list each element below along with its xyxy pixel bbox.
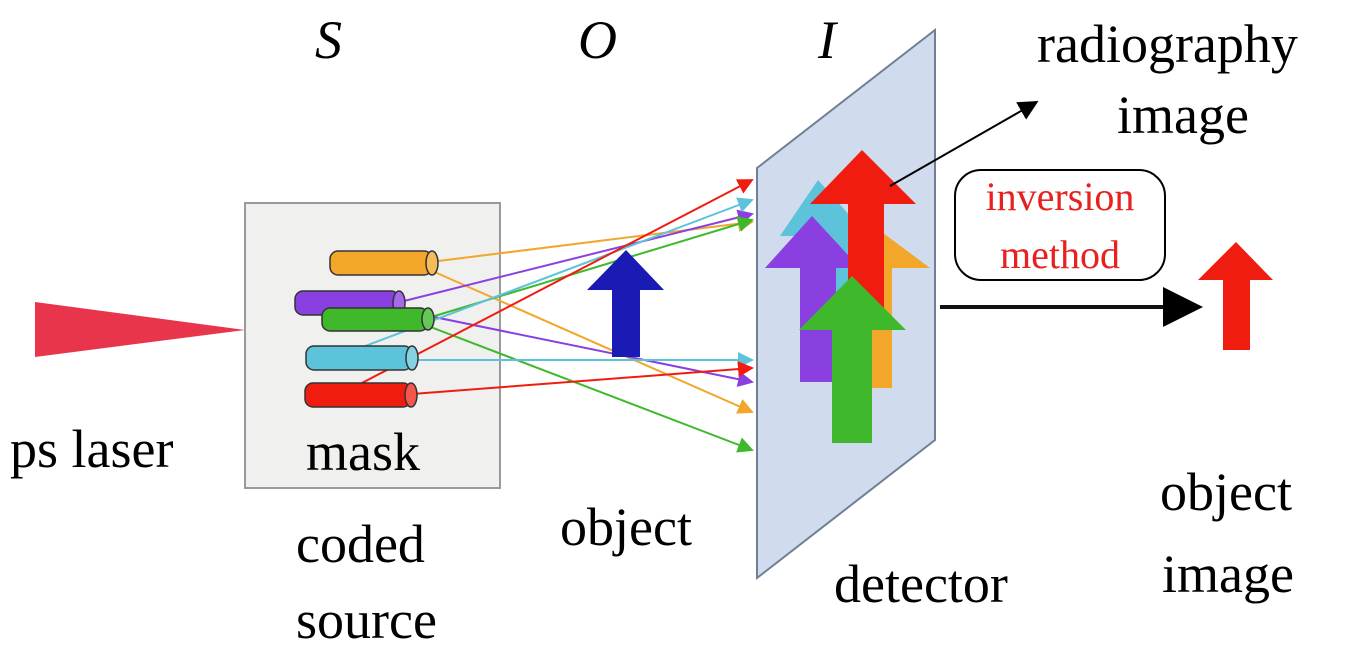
object-label: object (560, 497, 692, 557)
coded-label: coded (296, 514, 425, 574)
cylinder-rod-icon (305, 345, 419, 371)
result-arrow-icon (1198, 242, 1273, 350)
radiography-pointer (889, 101, 1039, 187)
object-image-label: object (1160, 462, 1292, 522)
inversion-label: inversion (986, 174, 1135, 219)
inversion-method-box (954, 169, 1166, 281)
source-plane-label: S (315, 10, 342, 70)
object-image-label-2: image (1162, 544, 1294, 604)
mask-label: mask (306, 422, 420, 482)
cylinder-rod-icon (329, 250, 439, 276)
radiography-image-label: image (1117, 85, 1249, 145)
detector-image-arrows (765, 150, 930, 443)
source-label: source (296, 590, 437, 650)
object-plane-label: O (578, 10, 617, 70)
rays (359, 179, 754, 453)
method-label: method (1000, 232, 1120, 277)
ps-laser-label: ps laser (10, 419, 173, 479)
detector-label: detector (834, 554, 1008, 614)
laser-beam-icon (35, 302, 245, 357)
cylinder-rod-icon (304, 382, 418, 408)
image-plane-label: I (817, 10, 839, 70)
object-arrow-icon (587, 250, 664, 357)
radiography-label: radiography (1037, 14, 1298, 74)
cylinder-rod-icon (321, 307, 435, 332)
